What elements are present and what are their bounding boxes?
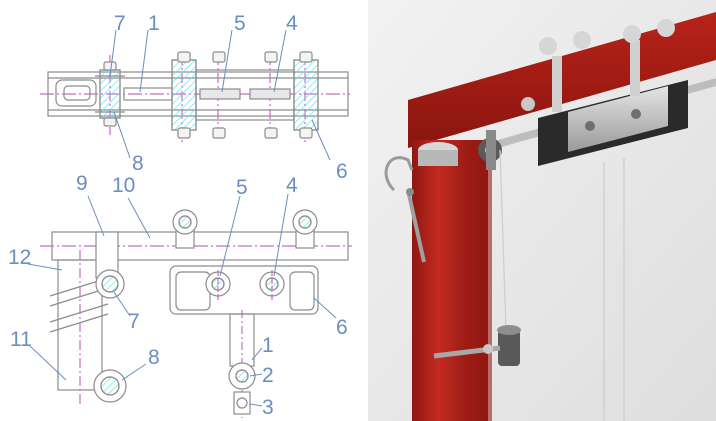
front-view	[27, 193, 352, 418]
lower-pulley	[498, 330, 520, 366]
callout-1-top: 1	[148, 12, 160, 35]
top-view	[40, 29, 350, 161]
callout-6-top: 6	[336, 160, 348, 183]
callout-4-top: 4	[286, 12, 298, 35]
callout-11: 11	[10, 328, 32, 351]
callout-6-front: 6	[336, 316, 348, 339]
callout-1-front: 1	[262, 334, 274, 357]
callout-2: 2	[262, 364, 274, 387]
top-view-callouts: 7 1 5 4 8 6	[114, 12, 348, 183]
callout-7-front: 7	[128, 310, 140, 333]
callout-7-top: 7	[114, 12, 126, 35]
front-view-callouts: 9 10 5 4 12 7 6 11 8 1 2 3	[8, 172, 348, 419]
callout-5-front: 5	[236, 176, 248, 199]
apparatus-photo	[368, 0, 716, 421]
callout-8-front: 8	[148, 346, 160, 369]
callout-10: 10	[112, 174, 135, 197]
spring-pin	[384, 156, 414, 192]
callout-4-front: 4	[286, 174, 298, 197]
technical-drawing: 7 1 5 4 8 6	[8, 12, 352, 419]
callout-5-top: 5	[234, 12, 246, 35]
callout-8-top: 8	[132, 152, 144, 175]
sliding-carriage	[521, 19, 688, 166]
callout-9: 9	[76, 172, 88, 195]
callout-12: 12	[8, 246, 31, 269]
callout-3: 3	[262, 396, 274, 419]
